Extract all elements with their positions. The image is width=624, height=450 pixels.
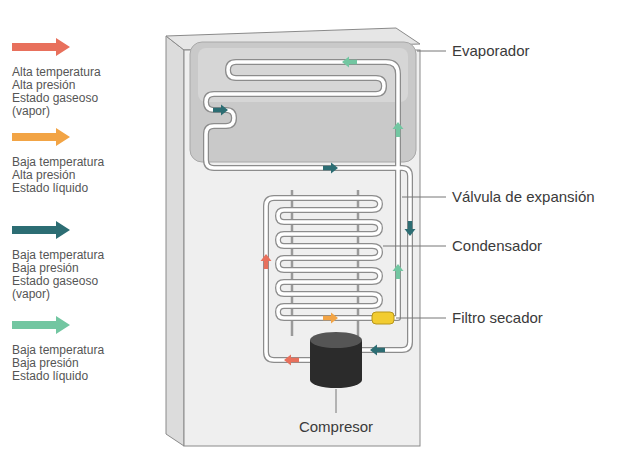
cabinet-side (166, 36, 184, 446)
filter-dryer (372, 312, 394, 324)
flow-arrow (323, 313, 338, 324)
legend-arrow-shape (12, 221, 70, 239)
leader-line (402, 197, 446, 198)
legend-text: Alta temperatura Alta presión Estado gas… (12, 66, 110, 118)
flow-arrow (261, 254, 272, 269)
part-label: Compresor (299, 418, 373, 435)
legend-arrow (12, 221, 70, 239)
flow-arrow (393, 122, 404, 137)
legend-arrow-graphic (12, 128, 70, 146)
legend-arrow-shape (12, 128, 70, 146)
legend-arrow-shape (12, 316, 70, 334)
legend-arrow-graphic (12, 221, 70, 239)
flow-arrow (213, 105, 228, 116)
legend-entry: Baja temperatura Baja presión Estado gas… (12, 221, 110, 301)
compressor-top (310, 332, 362, 348)
flow-arrow (370, 345, 385, 356)
legend-entry: Alta temperatura Alta presión Estado gas… (12, 38, 110, 118)
legend-text: Baja temperatura Baja presión Estado gas… (12, 249, 110, 301)
part-label: Filtro secador (452, 309, 543, 326)
flow-arrow (405, 221, 416, 236)
flow-arrow (284, 355, 299, 366)
part-label: Evaporador (452, 42, 530, 59)
tube-outline (266, 198, 380, 360)
part-label: Condensador (452, 237, 542, 254)
flow-arrow (342, 57, 357, 68)
legend-entry: Baja temperatura Alta presión Estado líq… (12, 128, 110, 195)
leader-line (383, 246, 446, 247)
legend-arrow-graphic (12, 316, 70, 334)
legend-text: Baja temperatura Alta presión Estado líq… (12, 156, 110, 195)
evaporator-tube (206, 62, 410, 350)
condenser-tube (266, 198, 380, 360)
leader-line (417, 51, 446, 52)
legend-arrow (12, 38, 70, 56)
legend-text: Baja temperatura Baja presión Estado líq… (12, 344, 110, 383)
flow-arrow (393, 264, 404, 279)
part-label: Válvula de expansión (452, 188, 595, 205)
leader-line (396, 318, 446, 319)
flow-arrow (323, 163, 338, 174)
tube-outline (206, 62, 410, 350)
legend-arrow-graphic (12, 38, 70, 56)
leader-line (336, 389, 337, 413)
legend-arrow-shape (12, 38, 70, 56)
legend-arrow (12, 128, 70, 146)
legend-arrow (12, 316, 70, 334)
legend-entry: Baja temperatura Baja presión Estado líq… (12, 316, 110, 383)
